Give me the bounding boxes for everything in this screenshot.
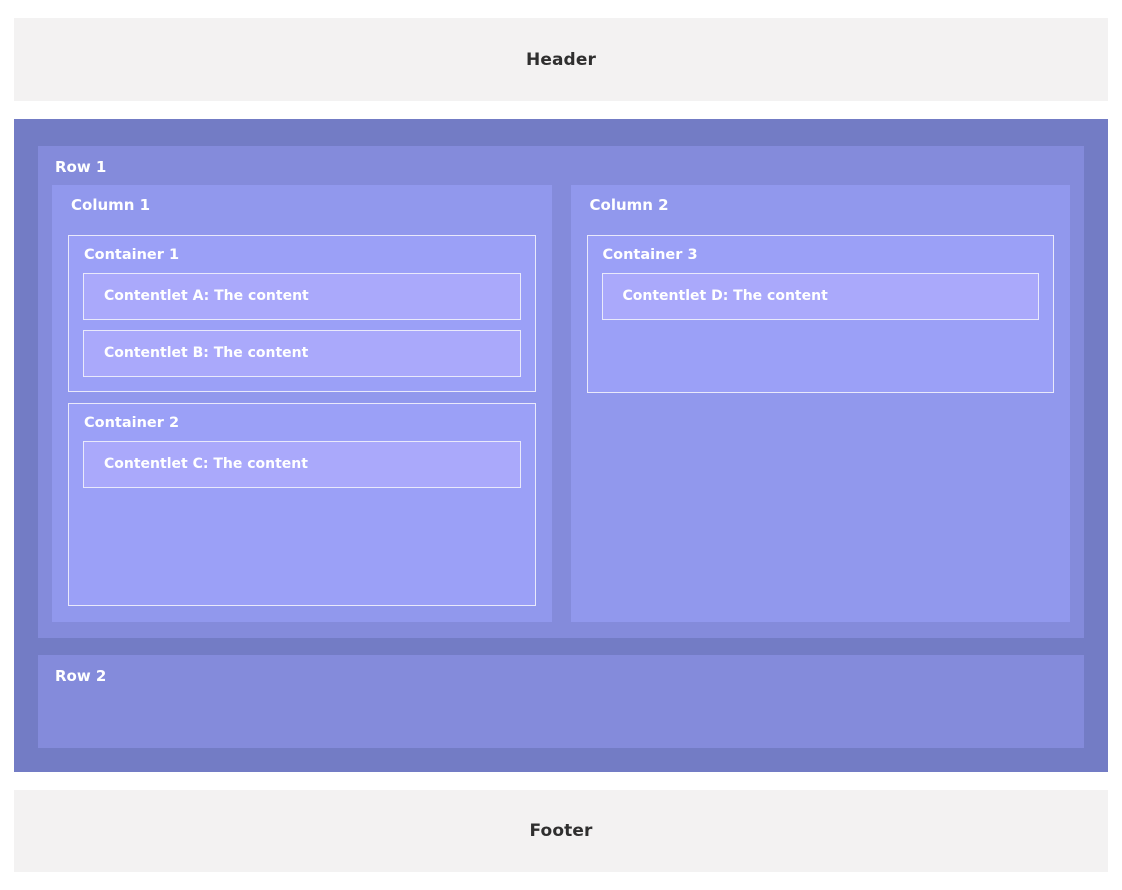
page-footer[interactable]: Footer xyxy=(14,790,1108,872)
contentlet-b-label: Contentlet B: The content xyxy=(104,345,309,362)
contentlet-a[interactable]: Contentlet A: The content xyxy=(83,272,521,320)
row-1-label: Row 1 xyxy=(55,158,107,176)
contentlet-b[interactable]: Contentlet B: The content xyxy=(83,329,521,377)
header-body-spacer xyxy=(14,101,1108,119)
row-1[interactable]: Row 1 Column 1 Container 1 Contentlet A:… xyxy=(38,146,1084,638)
column-2-containers: Container 3 Contentlet D: The content xyxy=(586,234,1054,607)
body-footer-spacer xyxy=(14,772,1108,790)
container-1[interactable]: Container 1 Contentlet A: The content Co… xyxy=(68,234,536,392)
page-body: Row 1 Column 1 Container 1 Contentlet A:… xyxy=(14,119,1108,772)
page-footer-label: Footer xyxy=(529,821,593,841)
row-2-label: Row 2 xyxy=(55,667,107,685)
contentlet-d[interactable]: Contentlet D: The content xyxy=(601,272,1039,320)
contentlet-a-label: Contentlet A: The content xyxy=(104,288,309,305)
row-2[interactable]: Row 2 xyxy=(38,655,1084,748)
container-3[interactable]: Container 3 Contentlet D: The content xyxy=(586,234,1054,393)
container-2[interactable]: Container 2 Contentlet C: The content xyxy=(68,402,536,606)
container-3-contentlets: Contentlet D: The content xyxy=(601,272,1039,320)
column-1-label: Column 1 xyxy=(71,195,151,214)
column-2[interactable]: Column 2 Container 3 Contentlet D: The c… xyxy=(570,184,1070,622)
column-1-containers: Container 1 Contentlet A: The content Co… xyxy=(68,234,536,606)
column-2-label: Column 2 xyxy=(589,195,669,214)
row-1-columns: Column 1 Container 1 Contentlet A: The c… xyxy=(52,184,1070,622)
contentlet-c[interactable]: Contentlet C: The content xyxy=(83,440,521,488)
container-1-label: Container 1 xyxy=(84,246,180,263)
container-3-label: Container 3 xyxy=(602,246,698,263)
contentlet-c-label: Contentlet C: The content xyxy=(104,456,308,473)
contentlet-d-label: Contentlet D: The content xyxy=(622,288,828,305)
page-header[interactable]: Header xyxy=(14,18,1108,101)
container-2-contentlets: Contentlet C: The content xyxy=(83,440,521,488)
container-2-label: Container 2 xyxy=(84,414,180,431)
column-1[interactable]: Column 1 Container 1 Contentlet A: The c… xyxy=(52,184,552,622)
container-1-contentlets: Contentlet A: The content Contentlet B: … xyxy=(83,272,521,377)
page-header-label: Header xyxy=(526,49,596,70)
